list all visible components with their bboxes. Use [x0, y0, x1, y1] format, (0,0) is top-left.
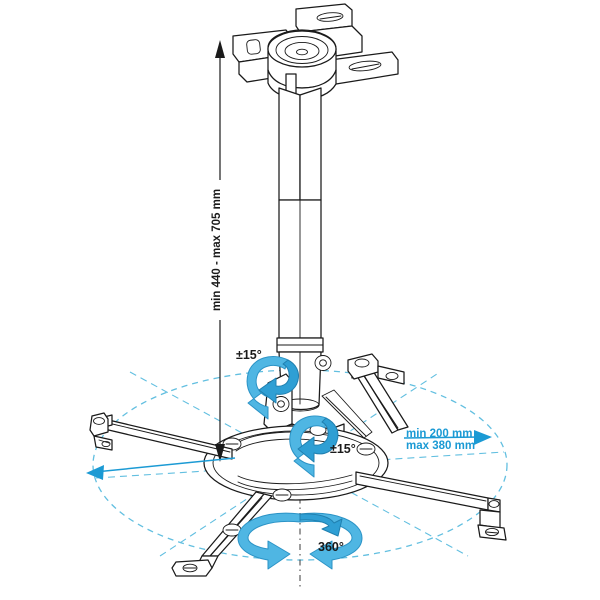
- tilt-angle-label-lower: ±15°: [330, 442, 356, 456]
- dimension-arrowhead-top: [215, 40, 225, 58]
- span-arrowhead-left: [86, 465, 104, 480]
- rotation-360-arrow: 360°: [237, 512, 363, 570]
- tilt-rotation-arrow-lower: [289, 415, 339, 478]
- rotation-360-label: 360°: [318, 540, 344, 554]
- extension-arm-right: [347, 353, 409, 434]
- span-label-line1: min 200 mm: [406, 428, 472, 440]
- extension-arm-back: [171, 491, 273, 577]
- height-dimension-label: min 440 - max 705 mm: [211, 189, 223, 311]
- height-dimension: min 440 - max 705 mm: [211, 40, 225, 462]
- tilt-rotation-arrow-upper: [246, 356, 299, 420]
- tilt-angle-label-upper: ±15°: [236, 348, 262, 362]
- span-label-line2: max 380 mm: [406, 440, 475, 452]
- extension-arm-front: [355, 471, 507, 541]
- span-arrowhead-right: [474, 430, 492, 445]
- dimension-arrowhead-bottom: [215, 444, 225, 462]
- span-dimension: min 200 mm max 380 mm: [86, 428, 492, 480]
- extension-arm-left: [89, 412, 233, 460]
